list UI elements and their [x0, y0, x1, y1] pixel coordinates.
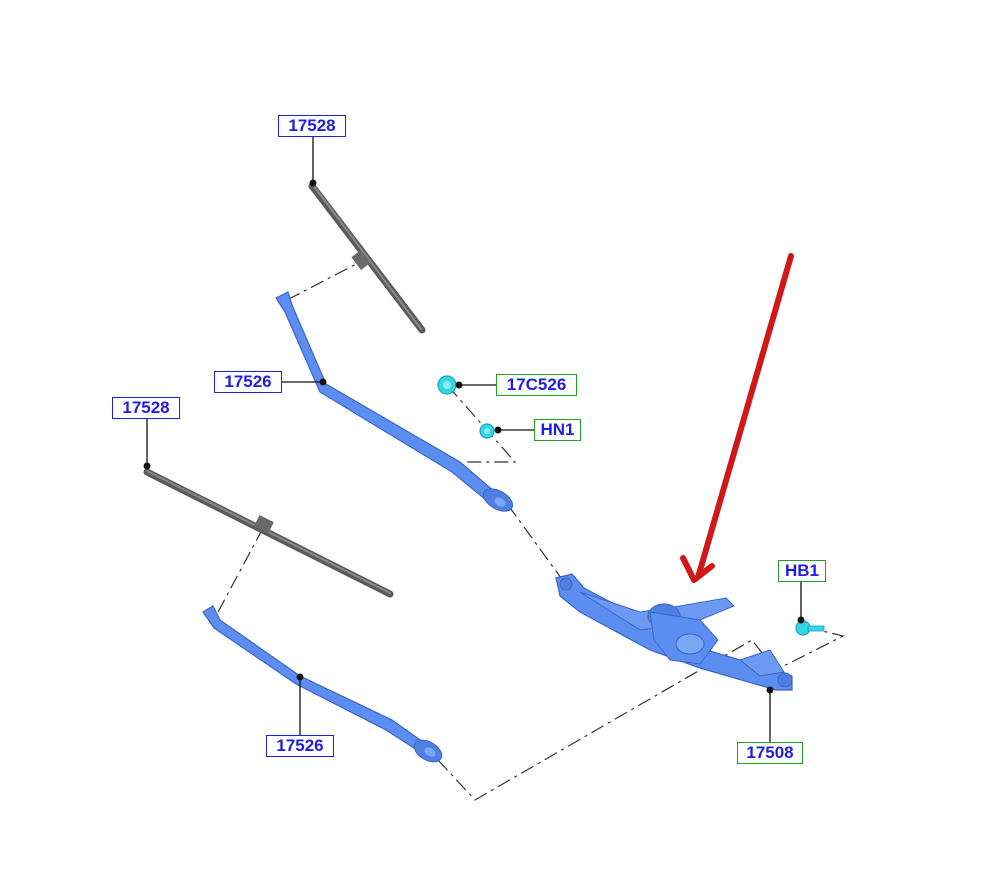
callout-17c526[interactable]: 17C526	[496, 374, 577, 396]
callout-hb1[interactable]: HB1	[778, 560, 826, 582]
upper-wiper-arm	[275, 291, 514, 512]
callout-17528-upper[interactable]: 17528	[278, 115, 346, 137]
assembly-guide-lines	[217, 261, 845, 801]
callout-17528-lower[interactable]: 17528	[112, 397, 180, 419]
callout-17508[interactable]: 17508	[737, 742, 803, 764]
callout-17526-upper[interactable]: 17526	[214, 371, 282, 393]
nut-17c526	[437, 375, 457, 395]
upper-wiper-blade	[308, 182, 426, 334]
lower-wiper-arm	[202, 605, 443, 763]
callout-hn1[interactable]: HN1	[534, 419, 581, 441]
leader-lines	[143, 137, 805, 742]
lower-wiper-blade	[143, 468, 394, 598]
callout-17526-lower[interactable]: 17526	[266, 735, 334, 757]
wiper-motor-linkage	[555, 573, 793, 691]
red-indicator-arrow	[680, 253, 794, 583]
nut-hn1	[479, 423, 495, 439]
